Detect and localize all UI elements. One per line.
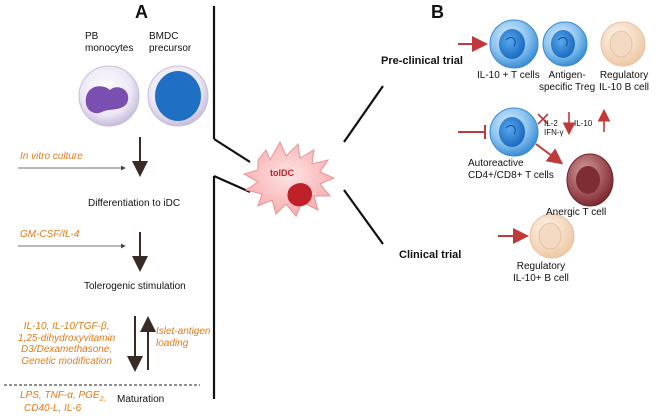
bmdc-precursor-label: BMDC precursor <box>149 31 192 54</box>
autoreactive-label: Autoreactive CD4+/CD8+ T cells <box>468 158 554 181</box>
toldc-cell <box>242 140 336 217</box>
autoreactive-t-cell <box>489 107 539 157</box>
antigen-treg-cell <box>542 21 588 67</box>
differentiation-label: Differentiation to iDC <box>88 198 181 209</box>
gmcsf-label: GM-CSF/IL-4 <box>20 229 80 240</box>
il10-t-cell <box>489 19 539 69</box>
regulatory-b-clinical-label: Regulatory IL-10+ B cell <box>513 261 569 284</box>
arrow-to-anergic <box>535 143 564 165</box>
toldc-label: tolDC <box>270 168 294 178</box>
preclinical-trial-label: Pre-clinical trial <box>381 55 463 67</box>
il10-tcells-label: IL-10 + T cells <box>477 70 540 81</box>
central-divider <box>212 6 384 399</box>
pb-monocytes-label: PB monocytes <box>85 31 134 54</box>
anergic-label: Anergic T cell <box>546 207 607 218</box>
tolerogenic-agents-label: IL-10, IL-10/TGF-β, 1,25-dihydroxyvitami… <box>18 321 116 367</box>
maturation-agents-line2: CD40-L, IL-6 <box>24 403 82 414</box>
regulatory-b-cell-clinical <box>529 213 575 259</box>
maturation-label: Maturation <box>117 394 165 405</box>
pb-monocyte-cell <box>78 65 140 127</box>
maturation-agents-text: LPS, TNF-α, PGE <box>20 390 100 401</box>
il2-ifn-label: IL-2 IFN-γ <box>544 119 564 138</box>
il10-label: IL-10 <box>574 119 593 128</box>
antigen-treg-label: Antigen- specific Treg <box>539 70 596 93</box>
clinical-trial-label: Clinical trial <box>399 249 462 261</box>
regulatory-b-label: Regulatory IL-10 B cell <box>599 70 650 93</box>
regulatory-b-cell <box>600 21 646 67</box>
tolerogenic-label: Tolerogenic stimulation <box>84 281 186 292</box>
panel-a-letter: A <box>135 2 148 22</box>
anergic-t-cell <box>566 153 614 207</box>
inhibit-cross <box>537 113 549 125</box>
in-vitro-culture-label: In vitro culture <box>20 151 83 162</box>
inhibit-autoreactive <box>458 125 486 139</box>
panel-b-letter: B <box>431 2 444 22</box>
bmdc-precursor-cell <box>147 65 209 127</box>
maturation-agents-line1: LPS, TNF-α, PGE2, <box>20 390 105 404</box>
maturation-agents-subscript: 2, <box>99 396 106 403</box>
islet-antigen-label: Islet-antigen loading <box>156 326 211 349</box>
